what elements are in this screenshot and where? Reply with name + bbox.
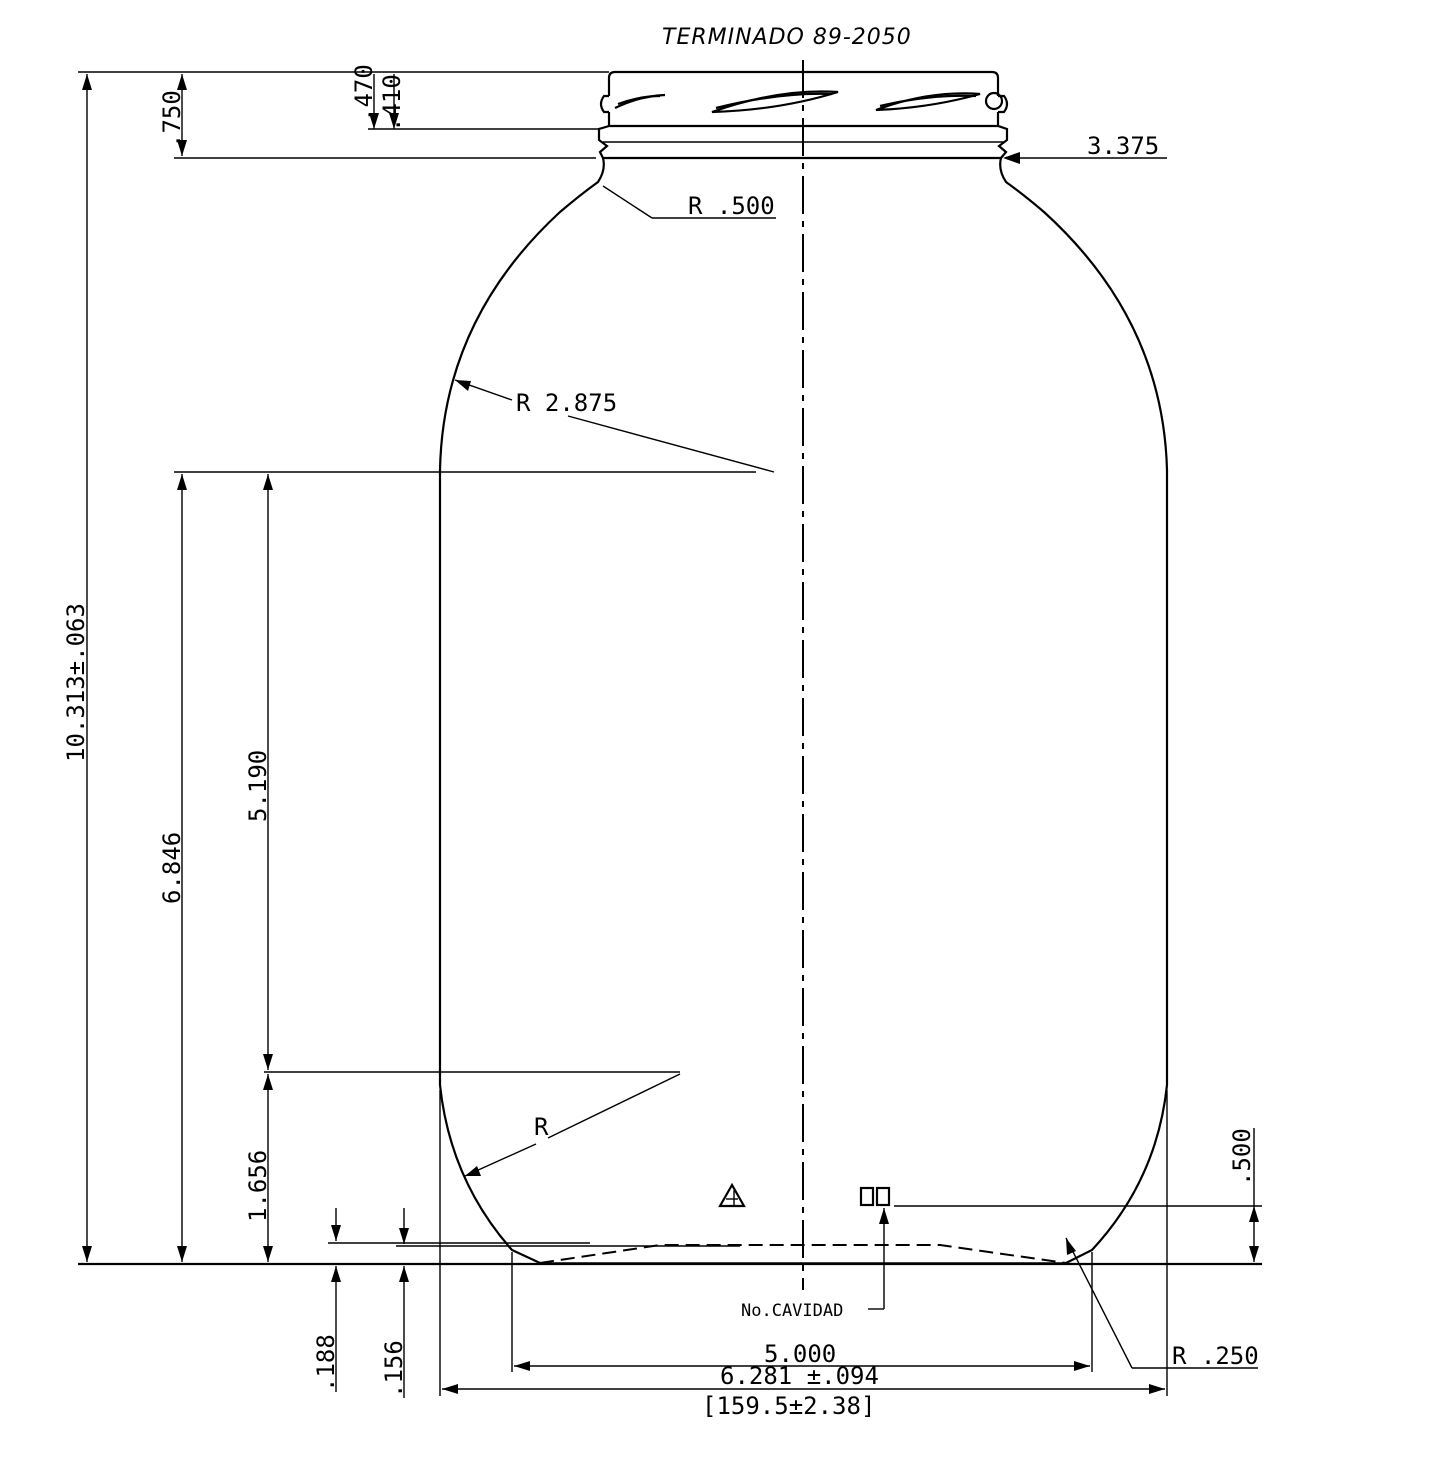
label-total-label: 6.846 (158, 832, 186, 904)
push-up-b-label: .156 (380, 1340, 408, 1398)
label-panel-label: 5.190 (244, 750, 272, 822)
shoulder-radius-label: R .500 (688, 192, 775, 220)
overall-height-dimension (82, 74, 92, 1262)
body-radius-label: R 2.875 (516, 389, 617, 417)
heel-height-label: 1.656 (244, 1150, 272, 1222)
triangle-logo-icon (718, 1182, 746, 1208)
push-up-a-label: .188 (312, 1334, 340, 1392)
body-diameter-mm-label: [159.5±2.38] (702, 1392, 875, 1420)
push-up-dimensions (328, 1208, 740, 1398)
label-panel-dimensions (174, 471, 756, 1262)
body-diameter-dimension (439, 1090, 1168, 1396)
body-radius-leader (454, 379, 775, 473)
cavity-height-dimension (1249, 1128, 1259, 1262)
base-radius-leader (1065, 1237, 1258, 1369)
heel-radius-label: R (534, 1113, 549, 1141)
cavity-number-label: No.CAVIDAD (741, 1301, 843, 1321)
cavity-marking (859, 1186, 1262, 1310)
thread-b-label: .410 (378, 74, 406, 132)
drawing-title: TERMINADO 89-2050 (662, 25, 912, 50)
cavity-height-label: .500 (1228, 1128, 1256, 1186)
finish-diameter-label: 3.375 (1087, 132, 1159, 160)
thread-a-label: .470 (350, 64, 378, 122)
shoulder-radius-leader (602, 185, 776, 219)
bearing-diameter-dimension (511, 1252, 1093, 1372)
finish-height-label: .750 (158, 90, 186, 148)
body-diameter-label: 6.281 ±.094 (720, 1362, 879, 1390)
bearing-diameter-label: 5.000 (764, 1340, 836, 1368)
heel-radius-leader (464, 1073, 681, 1177)
base-radius-label: R .250 (1172, 1342, 1259, 1370)
overall-height-label: 10.313±.063 (62, 603, 90, 762)
finish-dimensions (78, 71, 1167, 164)
